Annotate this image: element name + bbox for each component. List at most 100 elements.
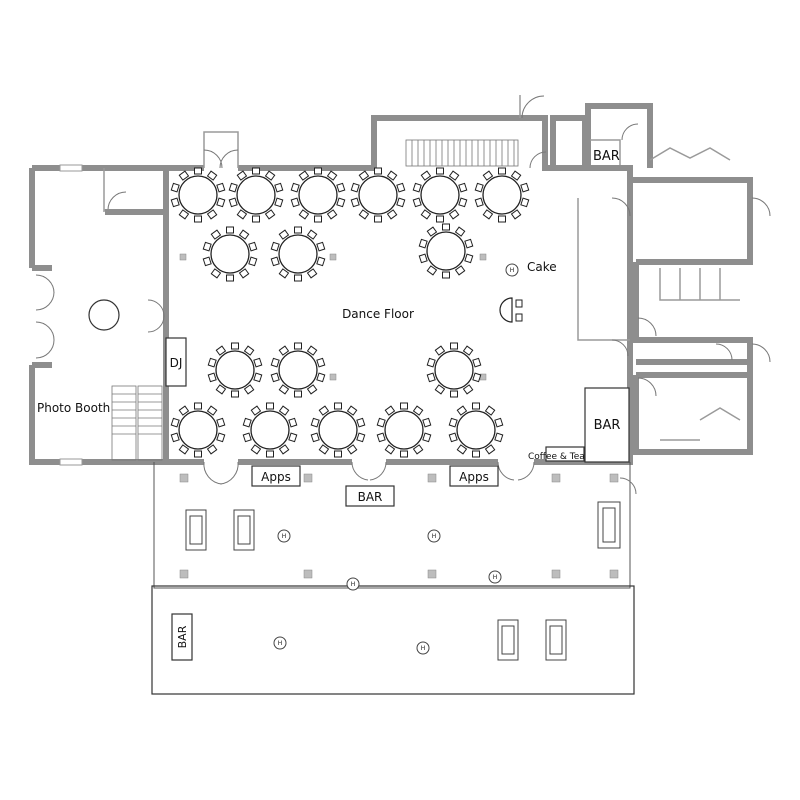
chair-icon (412, 405, 424, 416)
chair-icon (194, 167, 202, 175)
chair-icon (442, 223, 450, 231)
table-top (318, 410, 358, 450)
round-table-icon (448, 402, 504, 458)
chair-icon (226, 274, 234, 282)
table-top (178, 175, 218, 215)
chair-icon (498, 215, 506, 223)
chair-icon (426, 265, 438, 276)
bar-right-label: BAR (594, 418, 621, 433)
chair-icon (520, 182, 530, 193)
chair-icon (278, 384, 290, 395)
apps-station-left: Apps (251, 465, 301, 487)
chair-icon (253, 372, 263, 383)
table-top (426, 231, 466, 271)
chair-icon (294, 342, 302, 350)
bar-center-label: BAR (358, 490, 383, 504)
pillar-icon (551, 569, 561, 579)
chair-icon (316, 256, 326, 267)
chair-icon (462, 345, 474, 356)
table-top (210, 234, 250, 274)
table-top (215, 350, 255, 390)
round-tables (170, 167, 530, 458)
pillar-icon (303, 569, 313, 579)
coffee-tea-label: Coffee & Tea (528, 452, 585, 462)
table-top (358, 175, 398, 215)
chair-icon (472, 450, 480, 458)
chair-icon (474, 197, 484, 208)
chair-icon (278, 444, 290, 455)
chair-icon (274, 197, 284, 208)
pillar-icon (427, 569, 437, 579)
chair-icon (384, 444, 396, 455)
chair-icon (206, 209, 218, 220)
main-hall (147, 95, 600, 485)
bar-center: BAR (345, 485, 395, 507)
chair-icon (250, 444, 262, 455)
chair-icon (215, 384, 227, 395)
chair-icon (494, 432, 504, 443)
chair-icon (400, 402, 408, 410)
chair-icon (448, 432, 458, 443)
chair-icon (426, 372, 436, 383)
chair-icon (346, 444, 358, 455)
chair-icon (334, 450, 342, 458)
pillar-icon (479, 253, 487, 261)
pillar-icon (427, 473, 437, 483)
sofa-icon (185, 509, 207, 551)
chair-icon (456, 405, 468, 416)
chair-icon (215, 345, 227, 356)
bar-upper-label: BAR (593, 149, 620, 164)
chair-icon (206, 444, 218, 455)
round-table-icon (270, 226, 326, 282)
chair-icon (238, 229, 250, 240)
chair-icon (434, 384, 446, 395)
chair-icon (510, 170, 522, 181)
chair-icon (264, 170, 276, 181)
table-top (236, 175, 276, 215)
table-top (456, 410, 496, 450)
chair-icon (356, 417, 366, 428)
chair-icon (314, 167, 322, 175)
chair-icon (316, 241, 326, 252)
chair-icon (412, 182, 422, 193)
chair-icon (494, 417, 504, 428)
chair-icon (270, 372, 280, 383)
pillars (179, 253, 619, 579)
apps-right-label: Apps (459, 470, 489, 484)
chair-icon (350, 197, 360, 208)
chair-icon (270, 241, 280, 252)
chair-icon (474, 182, 484, 193)
chair-icon (210, 229, 222, 240)
chair-icon (231, 342, 239, 350)
chair-icon (316, 357, 326, 368)
dj-label: DJ (170, 356, 183, 370)
chair-icon (294, 274, 302, 282)
chair-icon (178, 209, 190, 220)
chair-icon (216, 197, 226, 208)
chair-icon (266, 450, 274, 458)
chair-icon (458, 197, 468, 208)
heater-icon: H (427, 529, 441, 543)
heater-icon: H (488, 570, 502, 584)
svg-text:H: H (282, 533, 287, 540)
chair-icon (306, 384, 318, 395)
dance-floor-label: Dance Floor (342, 307, 414, 321)
chair-icon (422, 432, 432, 443)
svg-text:H: H (278, 640, 283, 647)
sofas (185, 501, 621, 661)
round-table-icon (242, 402, 298, 458)
table-top (278, 234, 318, 274)
chair-icon (418, 238, 428, 249)
pillar-icon (551, 473, 561, 483)
chair-icon (356, 432, 366, 443)
chair-icon (386, 209, 398, 220)
chair-icon (238, 268, 250, 279)
round-table-icon (228, 167, 284, 223)
stairs-icon (405, 139, 519, 167)
chair-icon (278, 345, 290, 356)
chair-icon (456, 444, 468, 455)
chair-icon (418, 253, 428, 264)
round-table-icon (202, 226, 258, 282)
chair-icon (298, 209, 310, 220)
bar-lower: BAR (171, 613, 193, 661)
